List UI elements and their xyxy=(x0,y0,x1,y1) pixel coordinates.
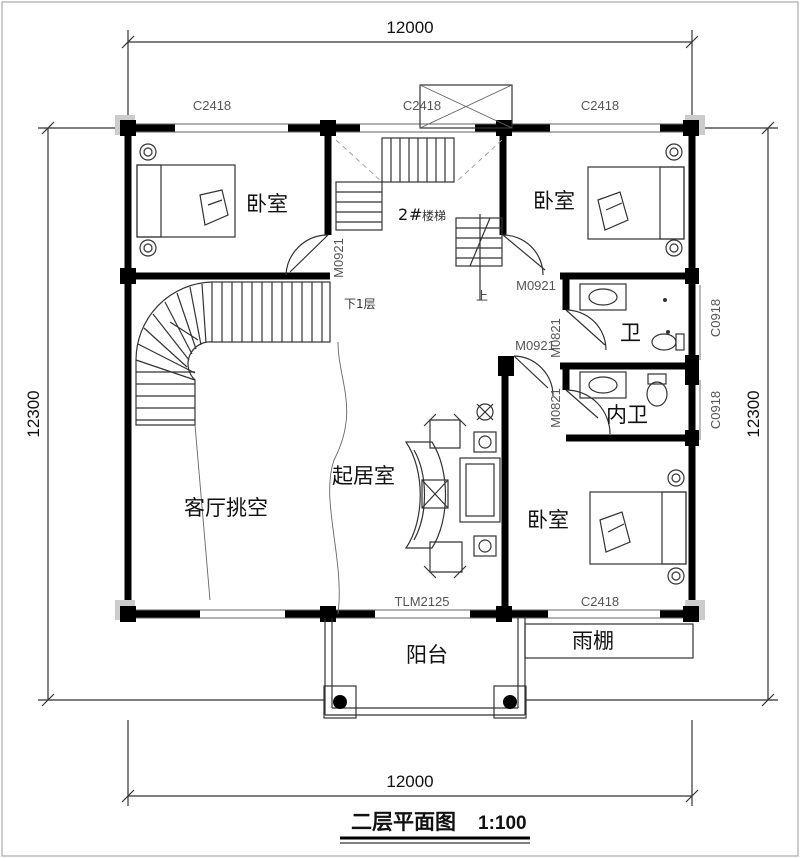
dim-bottom: 12000 xyxy=(386,772,433,791)
window-code-bottom-right: C2418 xyxy=(581,594,619,609)
spiral-stair xyxy=(135,281,331,601)
balcony xyxy=(323,618,694,719)
room-bedroom-top-right: 卧室 xyxy=(533,189,575,213)
door-code-bath-upper: M0821 xyxy=(548,318,563,358)
stair-bay xyxy=(335,84,513,300)
drawing-title: 二层平面图 1:100 xyxy=(340,810,530,844)
window-code-right-lower: C0918 xyxy=(708,391,723,429)
door-code-left-bedroom: M0921 xyxy=(331,238,346,278)
bed-top-left xyxy=(136,143,236,257)
dim-left: 12300 xyxy=(24,390,43,437)
room-bathroom: 卫 xyxy=(620,321,641,345)
columns xyxy=(115,115,705,622)
room-bedroom-top-left: 卧室 xyxy=(246,192,288,216)
door-code-center: M0921 xyxy=(515,338,555,353)
bed-bottom-right xyxy=(589,469,687,585)
title-scale: 1:100 xyxy=(478,813,527,834)
window-code-right-upper: C0918 xyxy=(708,299,723,337)
door-code-right-bedroom-upper: M0921 xyxy=(516,278,556,293)
room-family-room: 起居室 xyxy=(332,464,395,488)
window-code-top-center: C2418 xyxy=(403,98,441,113)
door-swings xyxy=(285,234,611,435)
dim-right: 12300 xyxy=(744,390,763,437)
walls xyxy=(124,123,701,619)
door-code-bath-lower: M0821 xyxy=(548,388,563,428)
stair-up-label: 上 xyxy=(476,289,488,303)
door-code-balcony: TLM2125 xyxy=(395,594,450,609)
void-edge xyxy=(329,341,348,615)
bath-fixtures xyxy=(579,283,685,407)
room-ensuite: 内卫 xyxy=(606,403,648,427)
window-code-top-left: C2418 xyxy=(193,98,231,113)
stair-label: 楼梯 xyxy=(422,208,446,223)
stair-down-label: 下1层 xyxy=(344,297,376,311)
dim-top: 12000 xyxy=(386,18,433,37)
room-canopy: 雨棚 xyxy=(572,629,614,653)
stair-hash: # xyxy=(409,205,422,224)
sofa-set xyxy=(404,403,501,579)
room-living-void: 客厅挑空 xyxy=(184,496,268,520)
stair-number: 2 xyxy=(398,205,408,224)
room-balcony: 阳台 xyxy=(406,643,448,667)
dimension-lines xyxy=(38,30,778,806)
window-code-top-right: C2418 xyxy=(581,98,619,113)
title-text: 二层平面图 xyxy=(351,810,456,834)
room-bedroom-bottom-right: 卧室 xyxy=(527,508,569,532)
bed-top-right xyxy=(587,143,685,257)
